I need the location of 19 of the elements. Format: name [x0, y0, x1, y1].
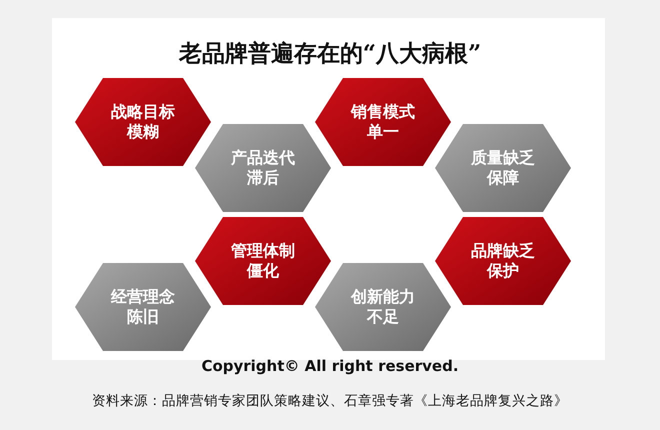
hexagon	[75, 78, 211, 166]
hexagon-label: 创新能力不足	[350, 286, 416, 328]
hexagon	[195, 217, 331, 305]
hexagon-label: 质量缺乏保障	[470, 147, 536, 189]
hexagon	[435, 217, 571, 305]
hexagon	[315, 78, 451, 166]
hexagon-label: 经营理念陈旧	[110, 286, 176, 328]
hexagon-label: 品牌缺乏保护	[470, 240, 536, 282]
hexagon	[75, 263, 211, 351]
title: 老品牌普遍存在的“八大病根”	[178, 39, 482, 69]
hexagon-label: 产品迭代滞后	[230, 147, 296, 189]
hexagon-label: 管理体制僵化	[230, 240, 296, 282]
hexagon	[435, 124, 571, 212]
hexagon-label: 销售模式单一	[350, 101, 416, 143]
hexagon	[195, 124, 331, 212]
hexagon	[315, 263, 451, 351]
hexagon-label: 战略目标模糊	[110, 101, 176, 143]
copyright-notice: Copyright© All right reserved.	[200, 357, 460, 375]
source-note: 资料来源：品牌营销专家团队策略建议、石章强专著《上海老品牌复兴之路》	[91, 392, 569, 410]
